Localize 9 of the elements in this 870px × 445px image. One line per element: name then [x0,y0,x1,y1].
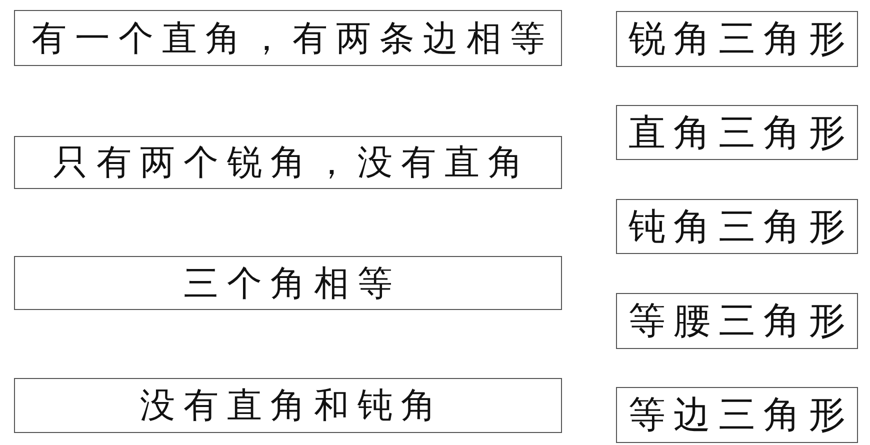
term-box: 锐角三角形 [616,11,858,67]
term-box: 钝角三角形 [616,199,858,254]
term-box: 等边三角形 [616,387,858,443]
statement-box: 只有两个锐角，没有直角 [14,136,562,189]
statement-box: 有一个直角，有两条边相等 [14,10,562,66]
statement-box: 三个角相等 [14,256,562,310]
statement-box: 没有直角和钝角 [14,378,562,433]
term-box: 直角三角形 [616,105,858,160]
term-box: 等腰三角形 [616,293,858,349]
